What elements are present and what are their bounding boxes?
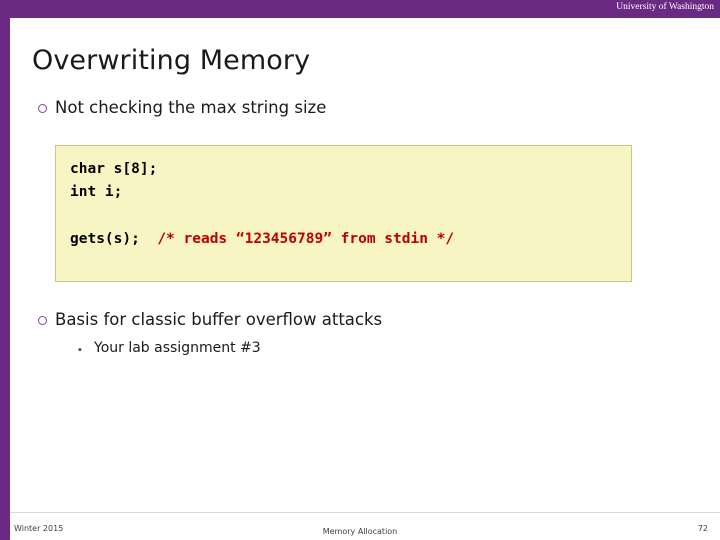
- footer-topic: Memory Allocation: [322, 527, 398, 536]
- code-block: char s[8]; int i; gets(s); /* reads “123…: [55, 145, 632, 282]
- code-content: char s[8]; int i; gets(s); /* reads “123…: [56, 146, 631, 252]
- code-line-4: gets(s);: [70, 231, 158, 248]
- top-purple-bar: [0, 0, 720, 18]
- footer-term: Winter 2015: [14, 524, 64, 533]
- page-title: Overwriting Memory: [32, 45, 311, 76]
- footer-divider: [10, 512, 720, 513]
- bullet-label: Basis for classic buffer overflow attack…: [55, 310, 383, 329]
- bullet-ring-icon: [38, 98, 55, 116]
- sub-bullet-label: Your lab assignment #3: [94, 340, 261, 356]
- square-bullet-icon: ▪: [78, 344, 82, 356]
- bullet-ring-icon: [38, 310, 55, 328]
- bullet-item-not-checking: Not checking the max string size: [38, 98, 326, 117]
- bullet-label: Not checking the max string size: [55, 98, 327, 117]
- institution-label: University of Washington: [616, 2, 714, 12]
- code-line-2: int i;: [70, 184, 123, 201]
- code-line-4-comment: /* reads “123456789” from stdin */: [157, 231, 455, 248]
- code-line-1: char s[8];: [70, 161, 158, 177]
- bullet-item-basis: Basis for classic buffer overflow attack…: [38, 310, 382, 329]
- footer-page-number: 72: [697, 524, 708, 533]
- sub-bullet-item-lab-assignment: ▪ Your lab assignment #3: [78, 340, 261, 356]
- left-purple-strip: [0, 18, 10, 540]
